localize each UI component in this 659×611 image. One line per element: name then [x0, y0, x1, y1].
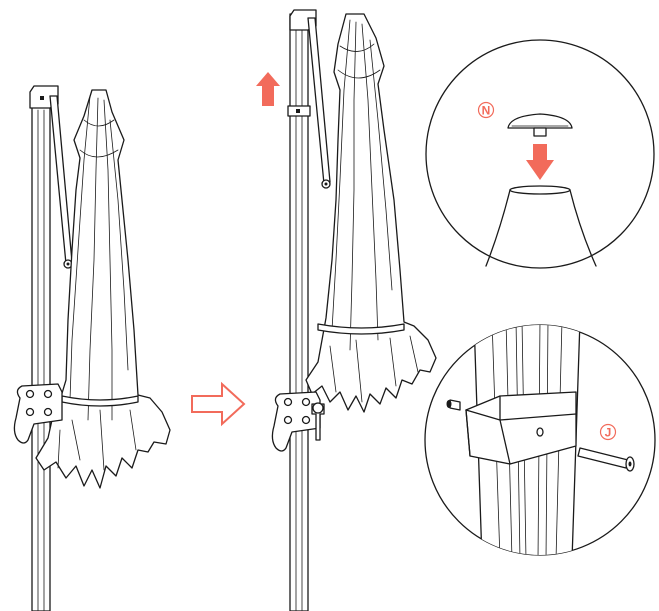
pole-collar: [465, 391, 577, 465]
detail-circle-bottom: J: [424, 324, 656, 556]
right-umbrella-figure: [256, 9, 437, 611]
canopy-top-cone: [485, 185, 597, 267]
arrow-down-icon: [526, 144, 554, 180]
detail-circle-top: N: [425, 39, 655, 269]
callout-j-badge: J: [599, 423, 617, 441]
right-pole: [287, 9, 317, 611]
screw-left: [446, 399, 461, 411]
left-canopy: [35, 89, 171, 489]
right-canopy: [305, 13, 437, 413]
left-umbrella-figure: [13, 85, 171, 611]
callout-n-label: N: [482, 104, 491, 118]
callout-n-badge: N: [477, 101, 495, 119]
bolt-j: [577, 447, 635, 472]
right-crank-bracket: [271, 391, 325, 452]
left-strut: [49, 95, 73, 269]
left-crank-bracket: [13, 383, 63, 444]
finial-cap: [507, 113, 573, 137]
arrow-right-outline-icon: [191, 381, 246, 427]
left-pole: [29, 85, 59, 611]
callout-j-label: J: [605, 426, 612, 440]
right-strut: [307, 17, 331, 189]
arrow-up-icon: [256, 72, 280, 106]
